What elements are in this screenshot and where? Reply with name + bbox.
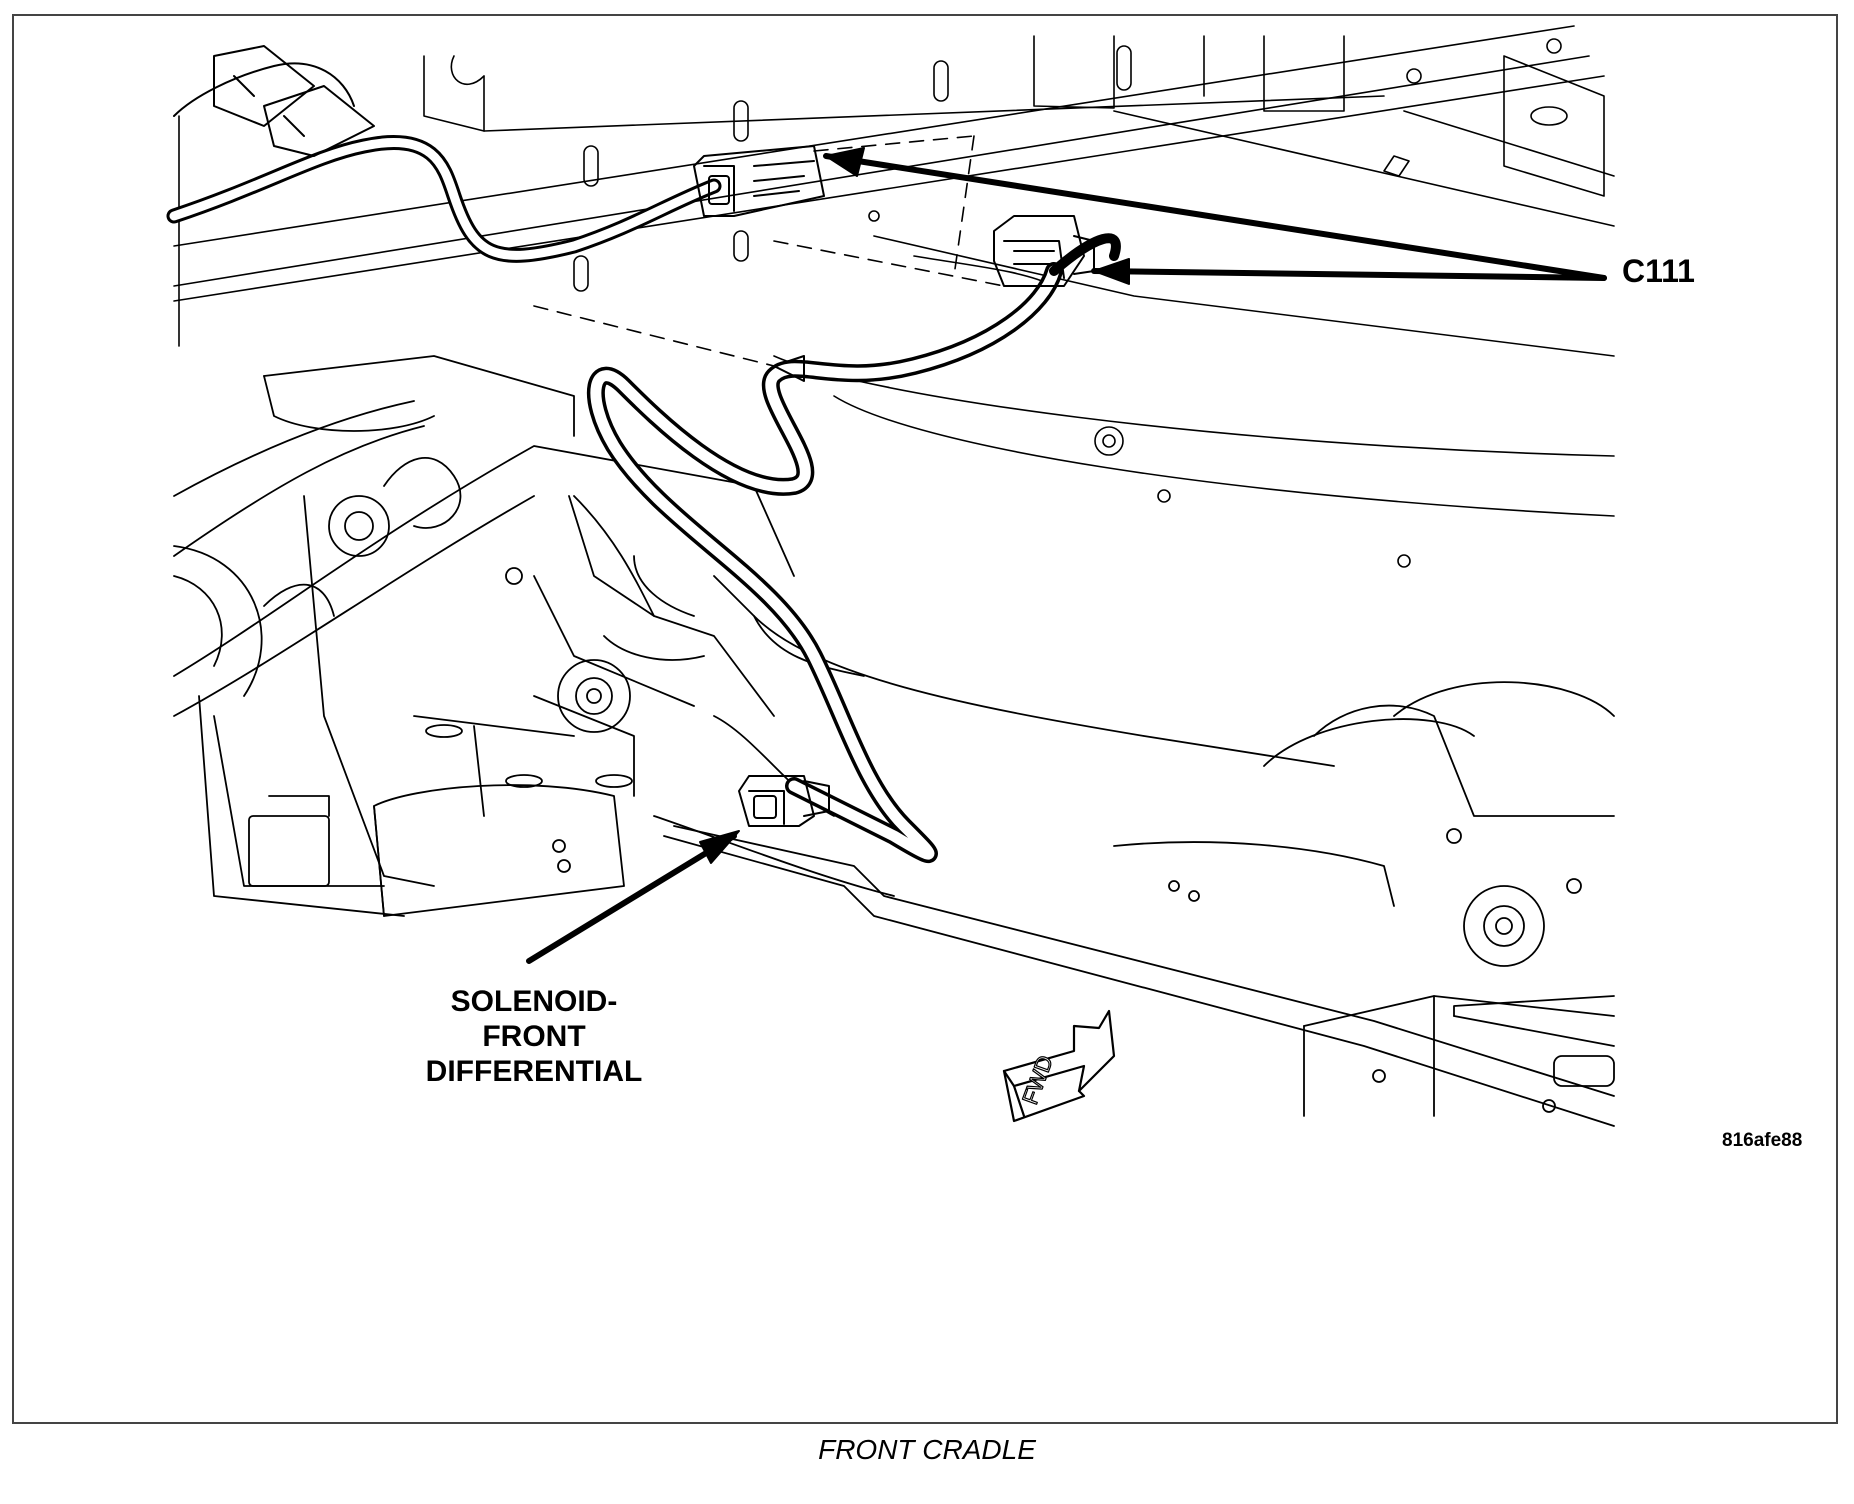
callout-line: SOLENOID- <box>450 985 618 1018</box>
front-cradle-frame <box>173 355 1615 1127</box>
figure-id: 816afe88 <box>1722 1130 1803 1151</box>
callout-line: FRONT <box>482 1020 586 1053</box>
callout-line: DIFFERENTIAL <box>425 1055 643 1088</box>
wiring-harness <box>166 45 1121 863</box>
upper-body-panel <box>173 25 1615 568</box>
callout-solenoid-front-differential: SOLENOID- FRONT DIFFERENTIAL <box>384 984 684 1089</box>
figure-caption: FRONT CRADLE <box>818 1434 1036 1465</box>
fwd-label: FWD <box>1017 1052 1058 1108</box>
callout-c111: C111 <box>1622 253 1695 289</box>
diagram-frame: FWD C111 SOLENOID- FRONT DIFFERENTIAL 81… <box>12 14 1838 1424</box>
front-cradle-illustration: FWD <box>166 25 1615 1127</box>
alignment-guides <box>533 135 1005 367</box>
connector-c111-lower <box>993 215 1095 287</box>
callout-arrows <box>526 147 1607 964</box>
connector-c111-upper <box>693 145 825 217</box>
connector-solenoid <box>738 775 830 827</box>
forward-arrow-icon: FWD <box>1002 1009 1116 1123</box>
